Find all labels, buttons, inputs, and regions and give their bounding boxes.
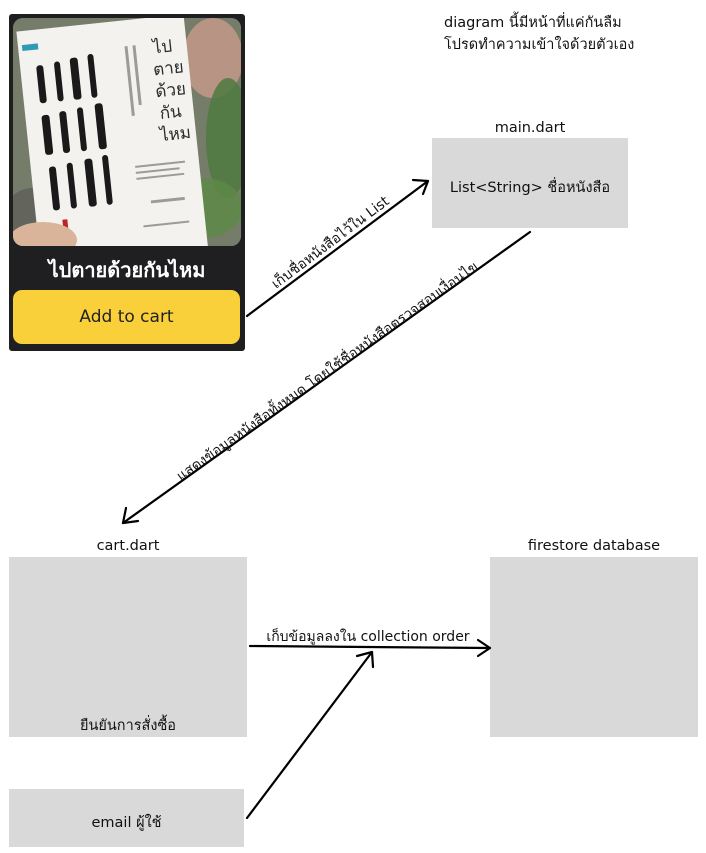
cover-title-line-2: ตาย bbox=[152, 57, 184, 80]
email-box: email ผู้ใช้ bbox=[9, 789, 244, 847]
arrow-cart-to-firestore-head bbox=[476, 638, 492, 658]
edge-label-cart-to-firestore: เก็บข้อมูลลงใน collection order bbox=[266, 627, 469, 645]
arrow-main-to-cart-head bbox=[121, 506, 140, 525]
book-title: ไปตายด้วยกันไหม bbox=[48, 258, 206, 282]
firestore-box bbox=[490, 557, 698, 737]
arrow-email-to-order bbox=[245, 650, 374, 820]
arrow-email-to-order-head bbox=[355, 650, 375, 669]
cover-title-line-5: ไหม bbox=[157, 122, 192, 146]
cover-title-line-3: ด้วย bbox=[154, 79, 186, 102]
cover-title-line-4: กัน bbox=[159, 102, 183, 124]
edge-label-card-to-main: เก็บชื่อหนังสือไว้ใน List bbox=[268, 192, 393, 293]
arrow-card-to-main-head bbox=[411, 178, 430, 196]
main-dart-box: List<String> ชื่อหนังสือ bbox=[432, 138, 628, 228]
book-cover-illustration: ไป ตาย ด้วย กัน ไหม bbox=[13, 18, 241, 246]
cart-dart-title: cart.dart bbox=[96, 538, 160, 554]
main-dart-content: List<String> ชื่อหนังสือ bbox=[449, 180, 611, 196]
edge-label-main-to-cart: แสดงข้อมูลหนังสือทั้งหมด โดยใช้ชื่อหนังส… bbox=[172, 256, 481, 484]
book-cover-image: ไป ตาย ด้วย กัน ไหม bbox=[13, 18, 241, 246]
cover-title-line-1: ไป bbox=[150, 35, 173, 58]
reminder-note: diagram นี้มีหน้าที่แค่กันลืม โปรดทำความ… bbox=[444, 12, 684, 56]
reminder-note-line-1: diagram นี้มีหน้าที่แค่กันลืม bbox=[444, 15, 622, 31]
reminder-note-line-2: โปรดทำความเข้าใจด้วยตัวเอง bbox=[444, 37, 635, 53]
main-dart-title: main.dart bbox=[494, 120, 566, 136]
arrow-main-to-cart bbox=[121, 230, 532, 525]
arrow-cart-to-firestore bbox=[248, 644, 492, 650]
arrow-card-to-main bbox=[245, 179, 430, 318]
add-to-cart-button[interactable]: Add to cart bbox=[13, 290, 240, 344]
cart-dart-content: ยืนยันการสั่งซื้อ bbox=[79, 718, 176, 734]
firestore-title: firestore database bbox=[527, 538, 661, 554]
email-content: email ผู้ใช้ bbox=[91, 815, 162, 831]
book-card: ไป ตาย ด้วย กัน ไหม bbox=[9, 14, 245, 351]
cart-dart-box: ยืนยันการสั่งซื้อ bbox=[9, 557, 247, 737]
